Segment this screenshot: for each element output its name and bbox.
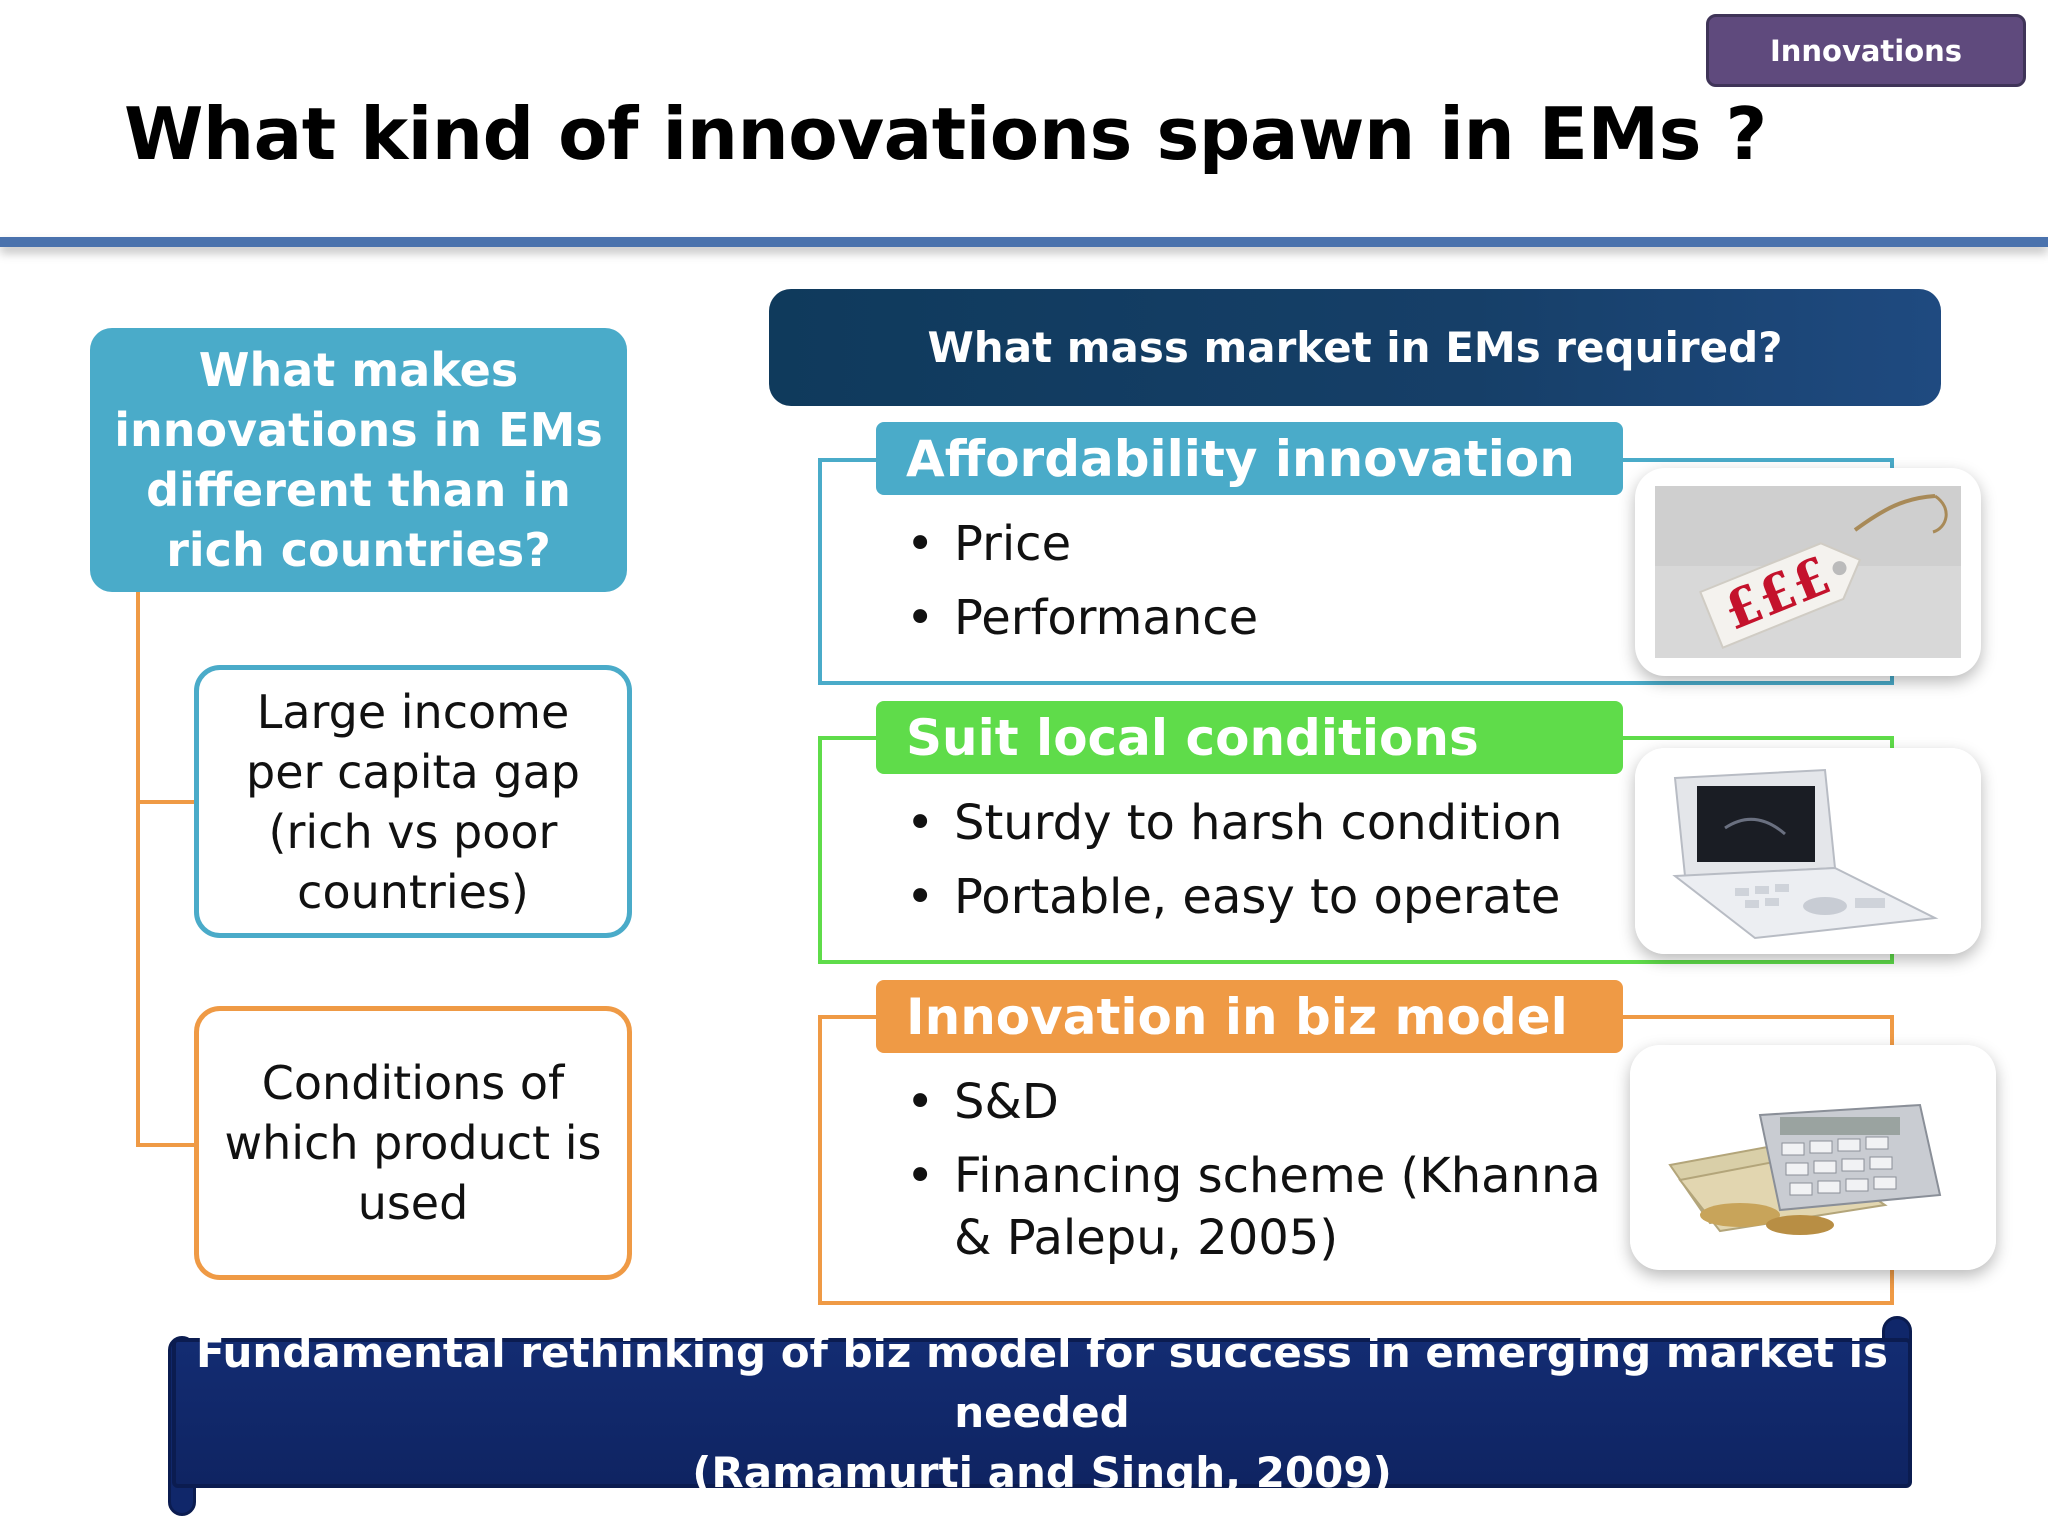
conclusion-line-1: Fundamental rethinking of biz model for … bbox=[195, 1328, 1889, 1437]
title-divider bbox=[0, 237, 2048, 247]
usage-conditions-text: Conditions of which product is used bbox=[224, 1056, 602, 1230]
conclusion-banner: Fundamental rethinking of biz model for … bbox=[172, 1328, 1912, 1497]
list-item: Price bbox=[900, 513, 1640, 575]
conclusion-line-2: (Ramamurti and Singh, 2009) bbox=[692, 1448, 1392, 1497]
income-gap-box: Large income per capita gap (rich vs poo… bbox=[194, 665, 632, 938]
price-tag-pounds-image: £££ bbox=[1635, 468, 1981, 676]
local-conditions-bullets: Sturdy to harsh condition Portable, easy… bbox=[900, 792, 1640, 940]
left-question-text: What makes innovations in EMs different … bbox=[114, 343, 603, 577]
biz-model-heading: Innovation in biz model bbox=[876, 980, 1623, 1053]
portable-ultrasound-image bbox=[1635, 748, 1981, 954]
connector-branch-2 bbox=[136, 1143, 194, 1147]
list-item: Financing scheme (Khanna & Palepu, 2005) bbox=[900, 1145, 1640, 1269]
affordability-heading: Affordability innovation bbox=[876, 422, 1623, 495]
list-item: Portable, easy to operate bbox=[900, 866, 1640, 928]
connector-vertical bbox=[136, 592, 140, 1145]
usage-conditions-box: Conditions of which product is used bbox=[194, 1006, 632, 1280]
connector-branch-1 bbox=[136, 800, 194, 804]
list-item: Sturdy to harsh condition bbox=[900, 792, 1640, 854]
calculator-money-image bbox=[1630, 1045, 1996, 1270]
mass-market-header-text: What mass market in EMs required? bbox=[927, 323, 1783, 372]
list-item: Performance bbox=[900, 587, 1640, 649]
local-conditions-heading: Suit local conditions bbox=[876, 701, 1623, 774]
income-gap-text: Large income per capita gap (rich vs poo… bbox=[246, 684, 580, 919]
slide-title: What kind of innovations spawn in EMs ? bbox=[124, 92, 1767, 176]
innovations-tag: Innovations bbox=[1706, 14, 2026, 87]
list-item: S&D bbox=[900, 1071, 1640, 1133]
left-question-box: What makes innovations in EMs different … bbox=[90, 328, 627, 592]
affordability-bullets: Price Performance bbox=[900, 513, 1640, 661]
biz-model-bullets: S&D Financing scheme (Khanna & Palepu, 2… bbox=[900, 1071, 1640, 1281]
mass-market-header: What mass market in EMs required? bbox=[769, 289, 1941, 406]
